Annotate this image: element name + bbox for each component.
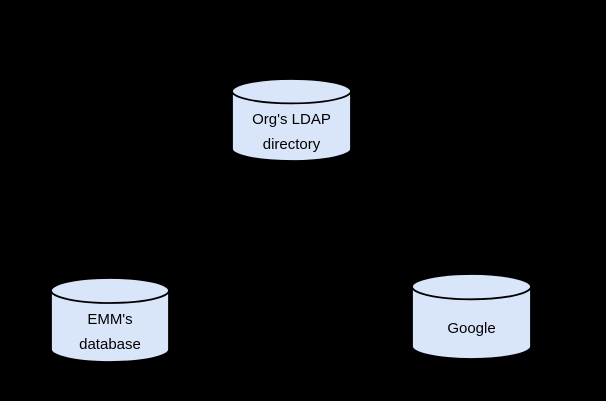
database-cylinder-icon <box>411 273 532 360</box>
database-cylinder-icon <box>50 277 170 363</box>
node-label-line: Org's LDAP <box>252 110 331 128</box>
node-label-ldap: Org's LDAP directory <box>231 104 352 159</box>
database-node-emm: EMM's database <box>50 277 170 363</box>
node-label-google: Google <box>411 299 532 357</box>
database-cylinder-icon <box>231 78 352 162</box>
cylinder-top-rim <box>50 277 170 304</box>
database-node-ldap: Org's LDAP directory <box>231 78 352 162</box>
node-label-line: EMM's <box>87 310 133 328</box>
node-label-line: database <box>79 335 141 353</box>
cylinder-body <box>231 91 352 162</box>
cylinder-top-rim <box>411 273 532 301</box>
cylinder-body <box>50 290 170 363</box>
node-label-emm: EMM's database <box>50 303 170 360</box>
database-node-google: Google <box>411 273 532 360</box>
node-label-line: directory <box>262 135 321 153</box>
cylinder-top-rim <box>231 78 352 105</box>
node-label-line: Google <box>447 319 496 337</box>
cylinder-body <box>411 286 532 360</box>
